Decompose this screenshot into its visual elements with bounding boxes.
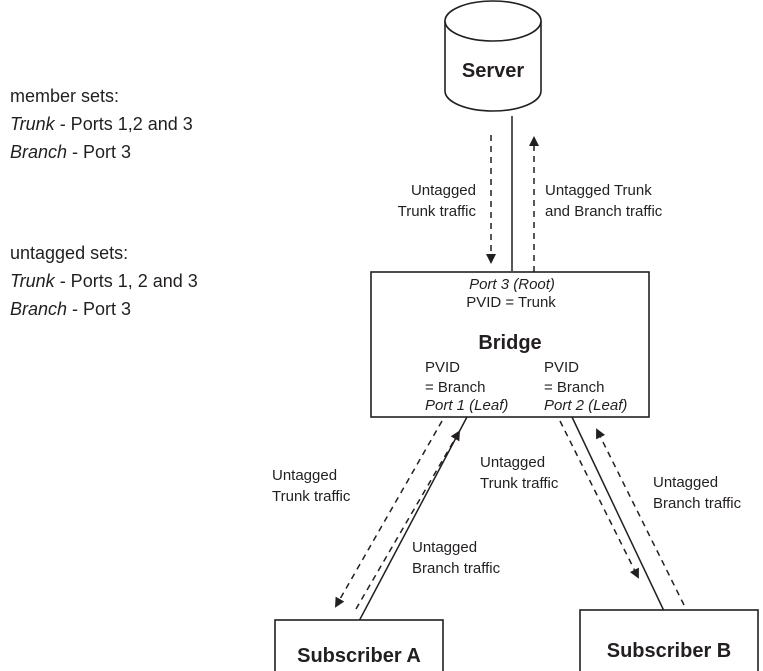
- bridge-port1-label: Port 1 (Leaf): [425, 397, 508, 414]
- subscriber-a-node: Subscriber A: [274, 619, 444, 671]
- untagged-sets-branch-ports: - Port 3: [67, 299, 131, 319]
- bridge-box: [370, 271, 650, 418]
- server-cylinder-body: [444, 21, 542, 112]
- bridge-port3-label: Port 3 (Root): [469, 276, 555, 293]
- subscriber-b-label: Subscriber B: [607, 640, 731, 662]
- server-bridge-links: Untagged Trunk traffic Untagged Trunk an…: [398, 116, 663, 272]
- member-sets-heading: member sets:: [10, 86, 119, 106]
- bridge-title: Bridge: [478, 332, 541, 354]
- subscriber-a-up-label-line1: Untagged: [412, 539, 477, 556]
- server-cylinder-top: [444, 0, 542, 42]
- subscriber-a-label: Subscriber A: [297, 645, 421, 667]
- server-up-label-line2: and Branch traffic: [545, 203, 663, 220]
- subscriber-b-box: [579, 609, 759, 671]
- bridge-port3-pvid: PVID = Trunk: [466, 294, 556, 311]
- subscriber-a-solid-link: [348, 416, 468, 641]
- subscriber-b-solid-link: [571, 416, 665, 612]
- bridge-port2-pvid-line1: PVID: [544, 359, 579, 376]
- untagged-sets-trunk-ports: - Ports 1, 2 and 3: [55, 271, 198, 291]
- subscriber-a-links: Untagged Trunk traffic Untagged Branch t…: [272, 416, 501, 641]
- subscriber-b-up-label-line2: Branch traffic: [653, 495, 742, 512]
- subscriber-b-down-label-line2: Trunk traffic: [480, 475, 559, 492]
- server-down-label-line1: Untagged: [411, 182, 476, 199]
- server-up-label-line1: Untagged Trunk: [545, 182, 652, 199]
- untagged-sets-branch: Branch - Port 3: [10, 299, 131, 319]
- bridge-port2-pvid-line2: = Branch: [544, 379, 604, 396]
- member-sets-branch-ports: - Port 3: [67, 142, 131, 162]
- member-sets-trunk: Trunk - Ports 1,2 and 3: [10, 114, 193, 134]
- untagged-sets-branch-name: Branch: [10, 299, 67, 319]
- member-sets-trunk-ports: - Ports 1,2 and 3: [55, 114, 193, 134]
- member-sets-legend: member sets: Trunk - Ports 1,2 and 3 Bra…: [10, 86, 193, 162]
- subscriber-a-down-dashed-arrow: [335, 420, 443, 608]
- untagged-sets-legend: untagged sets: Trunk - Ports 1, 2 and 3 …: [10, 243, 198, 319]
- subscriber-a-down-label-line2: Trunk traffic: [272, 488, 351, 505]
- subscriber-b-down-label-line1: Untagged: [480, 454, 545, 471]
- server-label: Server: [462, 60, 524, 82]
- subscriber-b-node: Subscriber B: [579, 609, 759, 671]
- subscriber-b-down-dashed-arrow: [559, 420, 639, 579]
- subscriber-b-up-dashed-arrow: [596, 428, 685, 606]
- subscriber-b-up-label-line1: Untagged: [653, 474, 718, 491]
- bridge-port1-pvid-line2: = Branch: [425, 379, 485, 396]
- subscriber-a-up-label-line2: Branch traffic: [412, 560, 501, 577]
- subscriber-a-box: [274, 619, 444, 671]
- member-sets-branch: Branch - Port 3: [10, 142, 131, 162]
- bridge-node: Port 3 (Root) PVID = Trunk Bridge PVID =…: [370, 271, 650, 418]
- untagged-sets-trunk: Trunk - Ports 1, 2 and 3: [10, 271, 198, 291]
- member-sets-trunk-name: Trunk: [10, 114, 56, 134]
- bridge-port2-label: Port 2 (Leaf): [544, 397, 627, 414]
- server-node: Server: [444, 0, 542, 112]
- server-down-label-line2: Trunk traffic: [398, 203, 477, 220]
- subscriber-b-links: Untagged Trunk traffic Untagged Branch t…: [480, 416, 742, 612]
- bridge-port1-pvid-line1: PVID: [425, 359, 460, 376]
- member-sets-branch-name: Branch: [10, 142, 67, 162]
- untagged-sets-heading: untagged sets:: [10, 243, 128, 263]
- subscriber-a-down-label-line1: Untagged: [272, 467, 337, 484]
- untagged-sets-trunk-name: Trunk: [10, 271, 56, 291]
- subscriber-a-up-dashed-arrow: [355, 430, 461, 610]
